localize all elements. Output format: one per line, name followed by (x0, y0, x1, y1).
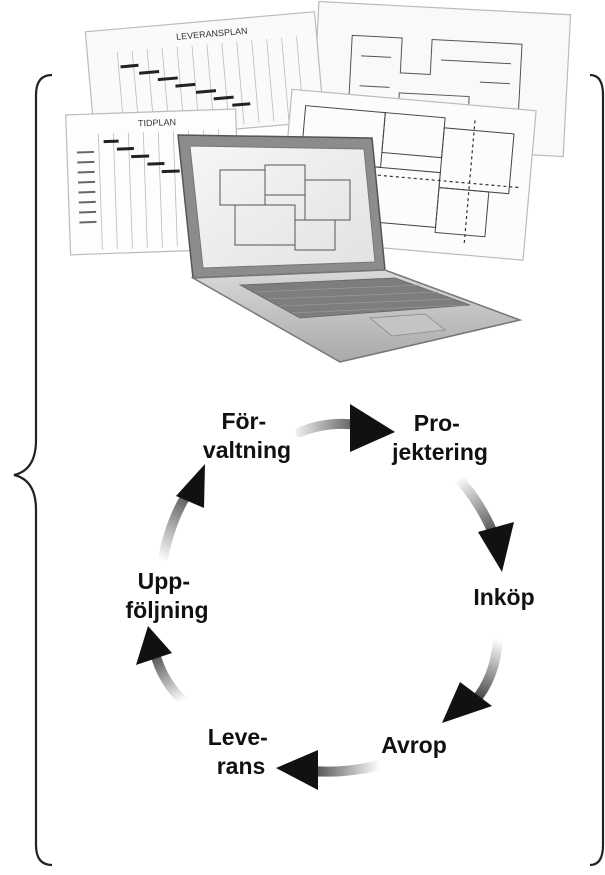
right-bracket (589, 73, 605, 867)
step-label-projektering: Pro- jektering (391, 410, 488, 465)
arrow-avrop-to-leverans (276, 750, 385, 790)
arrow-projektering-to-inkop (450, 470, 514, 572)
arrow-inkop-to-avrop (442, 635, 503, 723)
tidplan-title: TIDPLAN (138, 117, 176, 128)
arrow-forvaltning-to-projektering (295, 404, 395, 452)
laptop-keyboard (238, 277, 471, 319)
step-label-forvaltning: För- valtning (203, 408, 291, 463)
cycle-arrows (136, 404, 514, 790)
leveransplan-sheet: LEVERANSPLAN (84, 11, 325, 143)
step-label-leverans: Leve- rans (208, 724, 274, 779)
step-label-uppfoljning: Upp- följning (125, 568, 208, 623)
left-brace (13, 73, 53, 867)
arrow-leverans-to-uppfoljning (136, 626, 193, 710)
step-label-avrop: Avrop (381, 732, 447, 758)
laptop-touchpad (368, 313, 447, 337)
step-label-inkop: Inköp (473, 584, 534, 610)
laptop-screen (189, 145, 376, 269)
laptop (177, 134, 523, 363)
arrow-uppfoljning-to-forvaltning (158, 464, 205, 563)
cycle-labels: Pro- jektering Inköp Avrop Leve- rans Up… (125, 408, 534, 779)
screen-floorplan (219, 164, 351, 251)
